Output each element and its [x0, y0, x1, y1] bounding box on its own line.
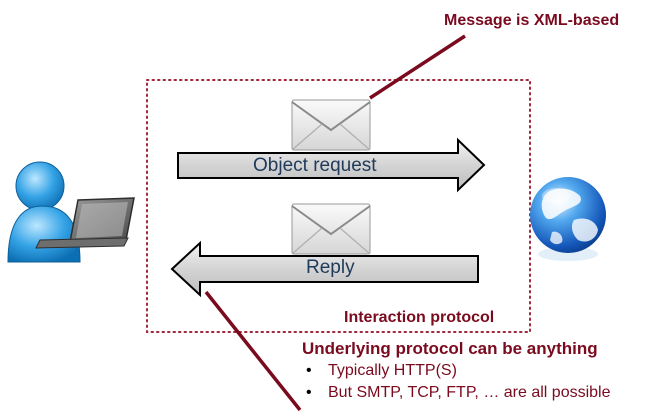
underlying-protocol-label: Underlying protocol can be anything	[302, 339, 598, 358]
bullet-text: But SMTP, TCP, FTP, … are all possible	[328, 384, 611, 401]
reply-arrow	[170, 240, 479, 298]
list-item: •But SMTP, TCP, FTP, … are all possible	[306, 384, 611, 401]
protocol-bullet-list: •Typically HTTP(S) •But SMTP, TCP, FTP, …	[302, 360, 611, 404]
interaction-protocol-box	[146, 79, 531, 333]
request-arrow-label: Object request	[253, 155, 377, 176]
message-format-label: Message is XML-based	[444, 12, 620, 29]
protocol-callout-line	[204, 290, 302, 412]
request-envelope-icon	[291, 99, 371, 151]
reply-arrow-label: Reply	[306, 257, 355, 278]
user-laptop-icon	[7, 161, 135, 263]
bullet-text: Typically HTTP(S)	[328, 362, 457, 379]
interaction-protocol-label: Interaction protocol	[344, 309, 495, 326]
list-item: •Typically HTTP(S)	[306, 362, 457, 379]
reply-envelope-icon	[291, 203, 371, 255]
globe-icon	[530, 177, 606, 261]
message-callout-line	[369, 34, 466, 100]
request-arrow	[177, 137, 486, 193]
